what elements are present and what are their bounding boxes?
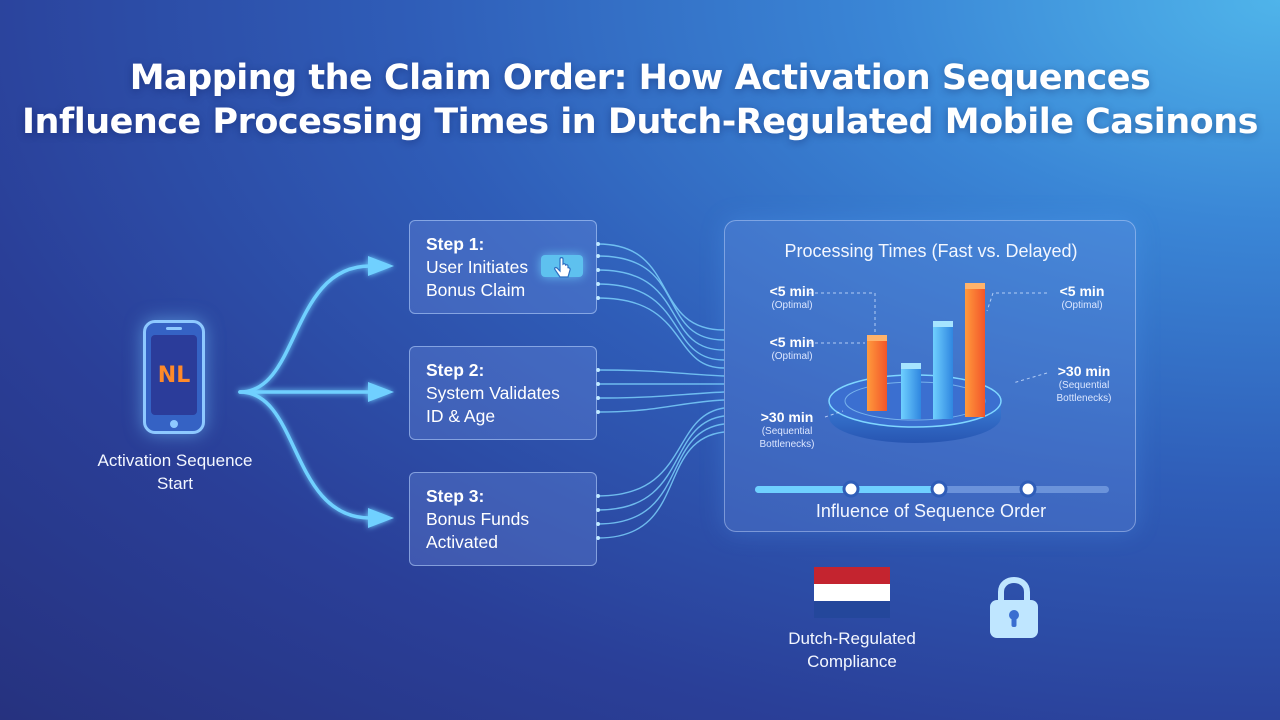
page-title: Mapping the Claim Order: How Activation … <box>0 56 1280 144</box>
arrow-to-step-3 <box>238 390 372 520</box>
bar-blue-short <box>901 367 921 419</box>
slider-node-3 <box>1019 480 1037 498</box>
slider-node-1 <box>842 480 860 498</box>
title-line-1: Mapping the Claim Order: How Activation … <box>129 58 1151 98</box>
title-line-2: Influence Processing Times in Dutch-Regu… <box>22 102 1258 142</box>
step-3-card: Step 3: Bonus Funds Activated <box>409 472 597 566</box>
annotation-bottleneck-2: >30 min (Sequential Bottlenecks) <box>1056 363 1112 404</box>
annotation-optimal-2: <5 min (Optimal) <box>769 334 815 362</box>
processing-panel-title: Processing Times (Fast vs. Delayed) <box>784 241 1078 261</box>
step-3-number: Step 3: <box>426 486 485 506</box>
processing-times-panel: Processing Times (Fast vs. Delayed) <box>724 220 1136 532</box>
phone-screen: NL <box>151 335 197 415</box>
bar-group <box>867 283 985 419</box>
lock-icon <box>990 577 1038 638</box>
arrowhead-step-2 <box>368 382 394 402</box>
bar-orange-short <box>867 339 887 411</box>
step-2-text: System Validates ID & Age <box>426 383 560 426</box>
step-1-card: Step 1: User Initiates Bonus Claim <box>409 220 597 314</box>
compliance-caption: Dutch-Regulated Compliance <box>788 629 916 671</box>
sequence-slider <box>755 480 1109 498</box>
slider-node-2 <box>930 480 948 498</box>
bar-blue-tall <box>933 325 953 419</box>
annotation-bottleneck-1: >30 min (Sequential Bottlenecks) <box>759 409 815 450</box>
netherlands-flag-icon <box>814 567 890 618</box>
annotation-optimal-3: <5 min (Optimal) <box>1059 283 1105 311</box>
step-1-number: Step 1: <box>426 234 485 254</box>
touch-tap-icon <box>541 255 583 278</box>
phone-screen-label: NL <box>157 362 191 388</box>
step-3-text: Bonus Funds Activated <box>426 509 530 552</box>
activation-start-caption: Activation Sequence Start <box>97 451 253 493</box>
processing-chart-graphic <box>755 283 1109 498</box>
step-2-number: Step 2: <box>426 360 485 380</box>
arrowhead-step-1 <box>368 256 394 276</box>
step-2-card: Step 2: System Validates ID & Age <box>409 346 597 440</box>
arrowhead-step-3 <box>368 508 394 528</box>
annotation-optimal-1: <5 min (Optimal) <box>769 283 815 311</box>
arrow-to-step-1 <box>238 264 372 394</box>
bar-orange-tall <box>965 287 985 417</box>
sequence-order-caption: Influence of Sequence Order <box>815 501 1047 521</box>
phone-icon: NL <box>143 320 205 434</box>
step-1-text: User Initiates Bonus Claim <box>426 257 529 300</box>
